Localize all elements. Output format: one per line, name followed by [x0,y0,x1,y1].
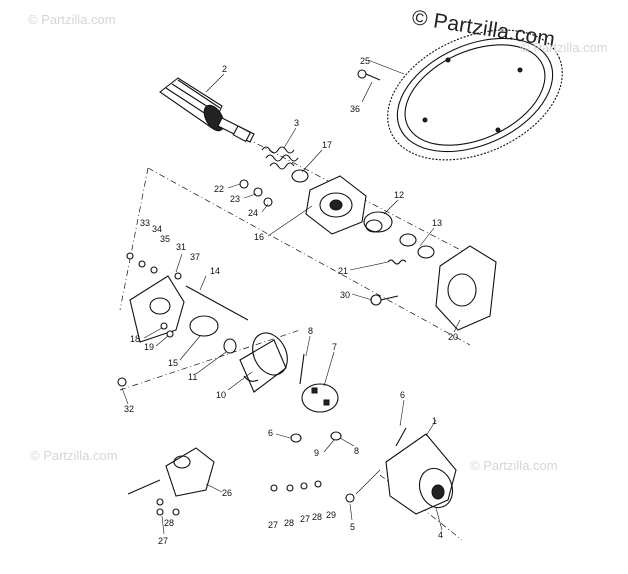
seal-ring [189,315,219,337]
callout-13: 13 [432,218,442,228]
callout-1: 1 [432,416,437,426]
faint-watermark-bottom-right: © Partzilla.com [470,458,558,473]
faint-watermark-top-right: © Partzilla.com [520,40,608,55]
callout-5: 5 [350,522,355,532]
solenoid-nuts [156,498,180,516]
callout-7: 7 [332,342,337,352]
callout-29: 29 [326,510,336,520]
spring-21 [387,259,407,265]
armature [159,77,255,143]
through-bolt [185,285,249,321]
callout-16: 16 [254,232,264,242]
callout-28c: 28 [164,518,174,528]
callout-32: 32 [124,404,134,414]
callout-22: 22 [214,184,224,194]
ring-gear [387,29,563,161]
nut-washers [239,179,273,207]
field-frame [239,332,288,393]
callout-23: 23 [230,194,240,204]
ring-gear-bolt [357,69,381,81]
callout-11: 11 [188,372,197,382]
callout-20: 20 [448,332,458,342]
plate-screws [126,252,158,274]
callout-27a: 27 [268,520,278,530]
callout-8b: 8 [354,446,359,456]
drive-end-housing [305,175,367,235]
callout-3: 3 [294,118,299,128]
callout-labels: 1 2 3 4 5 6 6 7 8 8 9 10 11 12 13 14 15 … [124,56,458,546]
brush-2 [330,431,342,441]
callout-17: 17 [322,140,332,150]
callout-18: 18 [130,334,140,344]
callout-36: 36 [350,104,360,114]
brush-plate [301,383,339,413]
callout-4: 4 [438,530,443,540]
callout-9: 9 [314,448,319,458]
terminal-washer [345,493,355,503]
callout-28b: 28 [312,512,322,522]
callout-19: 19 [144,342,154,352]
callout-34: 34 [152,224,162,234]
callout-35: 35 [160,234,170,244]
lead-wire [299,353,305,385]
bracket-bolt [370,294,399,306]
pinion-springs [399,233,435,259]
callout-37: 37 [190,252,200,262]
terminal-hardware [270,480,322,492]
callout-6b: 6 [268,428,273,438]
callout-6a: 6 [400,390,405,400]
plate-nut [160,322,168,330]
ground-screw [117,377,127,387]
callout-27c: 27 [158,536,168,546]
faint-watermark-top-left: © Partzilla.com [28,12,116,27]
springs [261,146,299,170]
callout-10: 10 [216,390,226,400]
callout-28a: 28 [284,518,294,528]
callout-2: 2 [222,64,227,74]
brush [290,433,302,443]
callout-25: 25 [360,56,370,66]
callout-15: 15 [168,358,178,368]
solenoid [127,447,215,497]
callout-26: 26 [222,488,232,498]
callout-31: 31 [176,242,186,252]
callout-12: 12 [394,190,404,200]
callout-21: 21 [338,266,348,276]
faint-watermark-bottom-left: © Partzilla.com [30,448,118,463]
callout-30: 30 [340,290,350,300]
mounting-bracket [435,245,497,331]
callout-14: 14 [210,266,220,276]
callout-8a: 8 [308,326,313,336]
motor-housing [385,427,457,515]
callout-24: 24 [248,208,258,218]
callout-33: 33 [140,218,150,228]
bushing [291,169,309,183]
plate-washer [174,272,182,280]
callout-27b: 27 [300,514,310,524]
leader-lines [121,59,461,535]
plate-washer-2 [166,330,174,338]
end-plate [129,275,185,343]
bearing [223,338,237,354]
pinion-drive [363,211,393,233]
